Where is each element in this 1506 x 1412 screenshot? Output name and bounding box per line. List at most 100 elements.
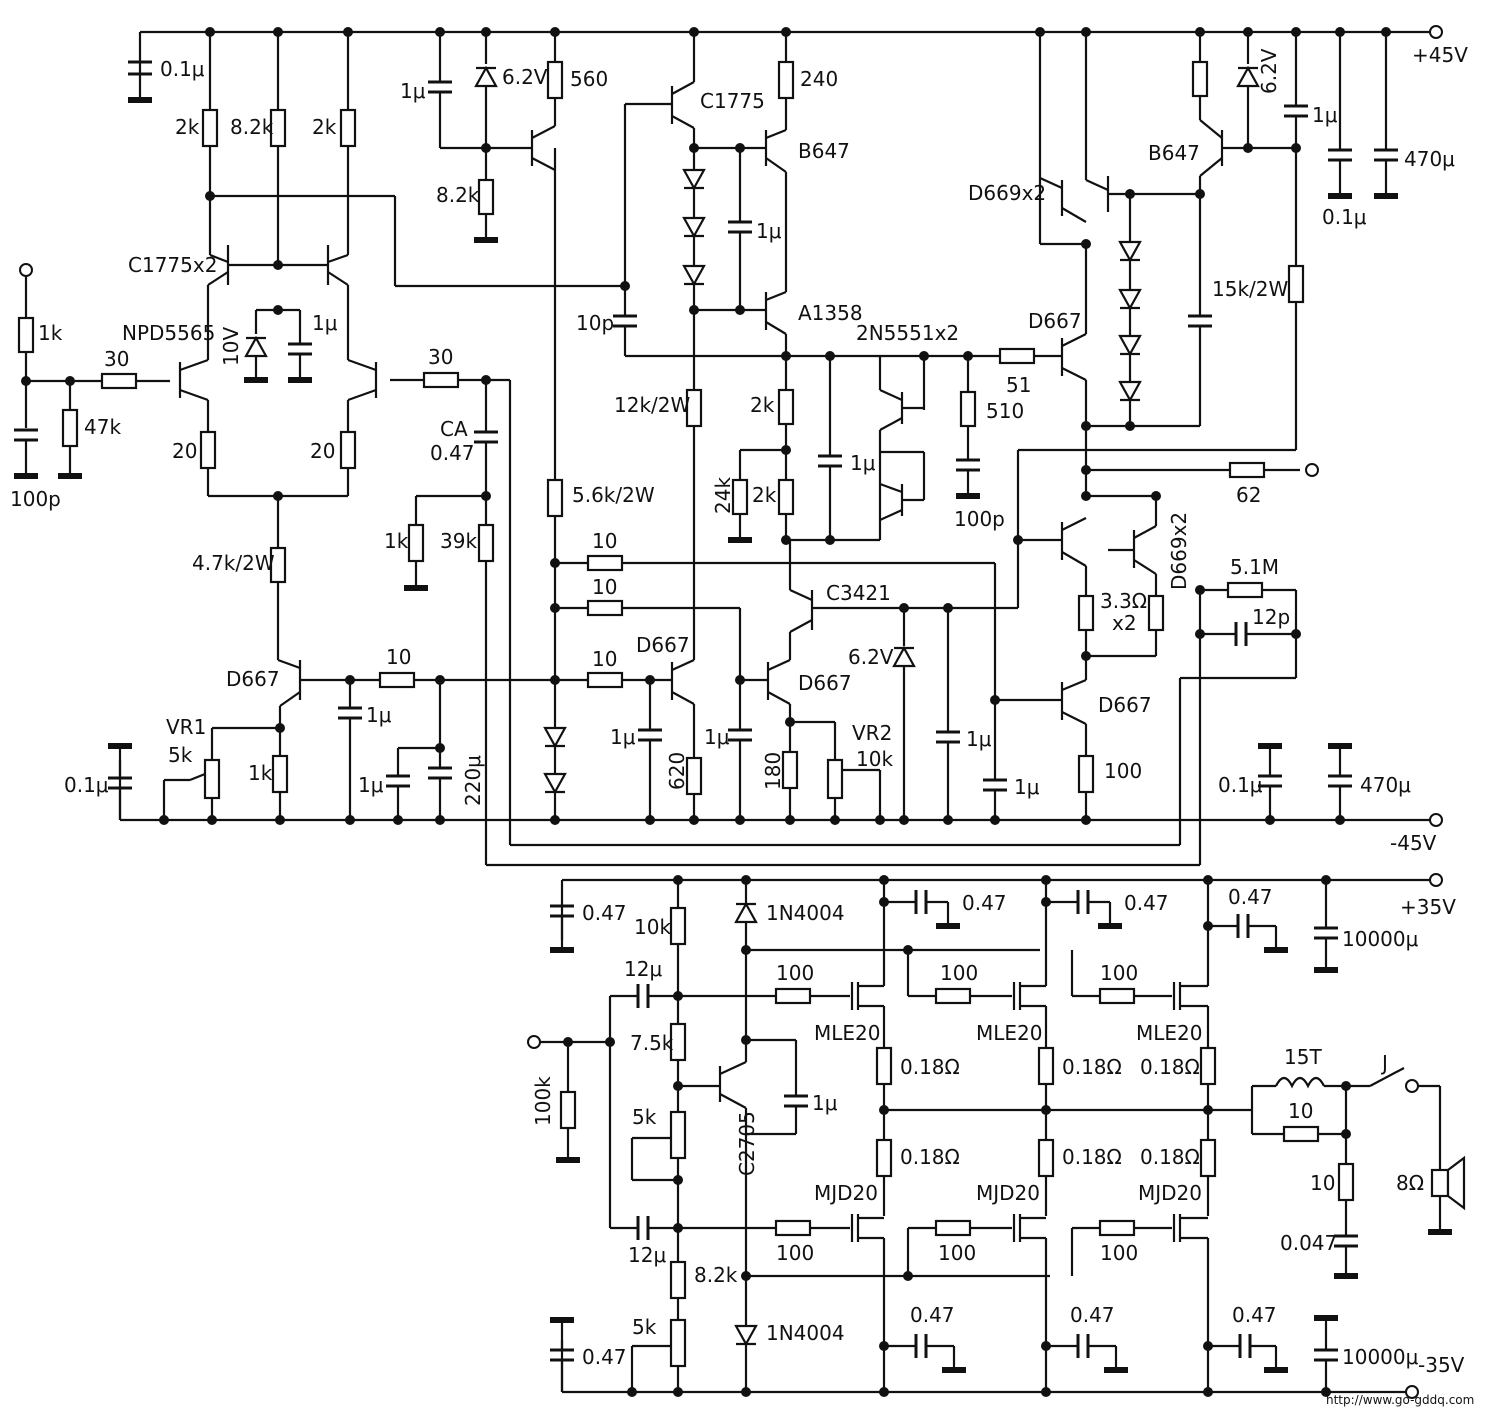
label-r-51: 51 — [1006, 373, 1031, 397]
speaker-icon — [1430, 1168, 1450, 1198]
label-c-10000u-b: 10000μ — [1342, 1345, 1419, 1369]
label-r-10-c: 10 — [592, 575, 617, 599]
label-c-01u-b: 0.1μ — [1322, 205, 1367, 229]
label-c-1u-i: 1μ — [704, 725, 730, 749]
label-r-1k-c: 1k — [248, 761, 273, 785]
label-d-1n4004-a: 1N4004 — [766, 901, 845, 925]
label-vr2: VR2 — [852, 721, 892, 745]
label-r-2k-c: 2k — [750, 393, 775, 417]
rail-label-neg45: -45V — [1390, 831, 1437, 855]
label-r-510: 510 — [986, 399, 1024, 423]
label-c-12p: 12p — [1252, 605, 1290, 629]
label-r-100-e: 100 — [1104, 759, 1142, 783]
label-r-39k: 39k — [440, 529, 477, 553]
label-c-220u: 220μ — [461, 755, 485, 806]
rail-label-pos45: +45V — [1412, 43, 1468, 67]
label-r-5k-a: 5k — [632, 1105, 657, 1129]
label-q-b647-b: B647 — [1148, 141, 1200, 165]
label-q-2n5551: 2N5551x2 — [856, 321, 959, 345]
label-r-8k2-a: 8.2k — [230, 115, 274, 139]
terminal-pos35 — [1429, 873, 1443, 887]
label-r-180: 180 — [761, 752, 785, 790]
label-c-top-01: 0.1μ — [160, 57, 205, 81]
label-c-047-d: 0.47 — [962, 891, 1007, 915]
label-c-100p-b: 100p — [10, 487, 61, 511]
label-r-75k: 7.5k — [630, 1031, 674, 1055]
label-r-240: 240 — [800, 67, 838, 91]
label-c-10000u-a: 10000μ — [1342, 927, 1419, 951]
label-vr1-val: 5k — [168, 743, 193, 767]
label-r-10-zob: 10 — [1310, 1171, 1335, 1195]
label-c-01u-d: 0.1μ — [1218, 773, 1263, 797]
label-c-1u-l: 1μ — [812, 1091, 838, 1115]
label-r-33x2-n: x2 — [1112, 611, 1137, 635]
terminal-neg45 — [1429, 813, 1443, 827]
label-c-047-h: 0.47 — [1070, 1303, 1115, 1327]
label-q-d667-a: D667 — [1028, 309, 1082, 333]
label-c-ca: CA — [440, 417, 468, 441]
label-l-15t: 15T — [1284, 1045, 1322, 1069]
label-r-24k: 24k — [711, 477, 735, 514]
label-c-1u-g: 1μ — [358, 773, 384, 797]
label-r-100-g4: 100 — [776, 1241, 814, 1265]
label-c-10p: 10p — [576, 311, 614, 335]
label-c-047-g: 0.47 — [910, 1303, 955, 1327]
label-vr1: VR1 — [166, 715, 206, 739]
label-c-047-f: 0.47 — [1228, 885, 1273, 909]
label-r-018-a: 0.18Ω — [900, 1055, 960, 1079]
label-c-1u-j: 1μ — [966, 727, 992, 751]
label-r-2k-b: 2k — [312, 115, 337, 139]
label-r-56k2w: 5.6k/2W — [572, 483, 655, 507]
label-r-5k-b: 5k — [632, 1315, 657, 1339]
label-c-470u-b: 470μ — [1360, 773, 1411, 797]
label-c-1u-h: 1μ — [610, 725, 636, 749]
label-q-npd5565: NPD5565 — [122, 321, 215, 345]
label-q-d669x2-b: D669x2 — [1167, 512, 1191, 590]
label-r-20-a: 20 — [172, 439, 197, 463]
label-q-d667-d: D667 — [798, 671, 852, 695]
label-r-560: 560 — [570, 67, 608, 91]
label-c-1u-c: 1μ — [850, 451, 876, 475]
label-c-1u-e: 1μ — [312, 311, 338, 335]
label-c-12u-a: 12μ — [624, 957, 662, 981]
label-spk-8: 8Ω — [1396, 1171, 1424, 1195]
label-q-mle20-b: MLE20 — [976, 1021, 1042, 1045]
power-stage: 0.47 10k 12μ 7.5k 100k 5k C2705 — [527, 873, 1466, 1399]
label-vr2-val: 10k — [856, 747, 893, 771]
label-z-6v2-a: 6.2V — [502, 65, 548, 89]
label-z-10v: 10V — [219, 327, 243, 366]
label-c-1u-d: 1μ — [1312, 103, 1338, 127]
label-r-47k: 47k — [84, 415, 121, 439]
label-r-33x2: 3.3Ω — [1100, 589, 1147, 613]
label-r-62: 62 — [1236, 483, 1261, 507]
label-q-mjd20-a: MJD20 — [814, 1181, 878, 1205]
label-c-12u-b: 12μ — [628, 1243, 666, 1267]
label-q-mjd20-c: MJD20 — [1138, 1181, 1202, 1205]
label-r-10-a: 10 — [386, 645, 411, 669]
input-stage: 0.1μ 2k 8.2k 2k C1775x2 — [10, 32, 625, 820]
rail-label-neg35: -35V — [1418, 1353, 1465, 1377]
label-c-100p-a: 100p — [954, 507, 1005, 531]
label-c-1u-b: 1μ — [756, 219, 782, 243]
rail-label-pos35: +35V — [1400, 895, 1456, 919]
label-r-1k-b: 1k — [384, 529, 409, 553]
label-c-0047: 0.047 — [1280, 1231, 1337, 1255]
label-c-1u-f: 1μ — [366, 703, 392, 727]
terminal-input-lower[interactable] — [527, 1035, 541, 1049]
label-c-1u-a: 1μ — [400, 79, 426, 103]
label-c-047-i: 0.47 — [1232, 1303, 1277, 1327]
terminal-neg35 — [1405, 1385, 1419, 1399]
label-c-047-e: 0.47 — [1124, 891, 1169, 915]
footer-url: http://www.go-gddq.com — [1326, 1393, 1474, 1407]
input-terminal[interactable] — [19, 263, 33, 277]
label-r-1k-in: 1k — [38, 321, 63, 345]
label-z-6v2-b: 6.2V — [1257, 48, 1281, 94]
label-q-c3421: C3421 — [826, 581, 891, 605]
label-q-mle20-a: MLE20 — [814, 1021, 880, 1045]
label-r-47k2w: 4.7k/2W — [192, 551, 275, 575]
label-z-6v2-c: 6.2V — [848, 645, 894, 669]
label-r-018-f: 0.18Ω — [1140, 1145, 1200, 1169]
label-q-d667-b: D667 — [226, 667, 280, 691]
label-r-8k2-b: 8.2k — [436, 183, 480, 207]
label-r-30-b: 30 — [428, 345, 453, 369]
